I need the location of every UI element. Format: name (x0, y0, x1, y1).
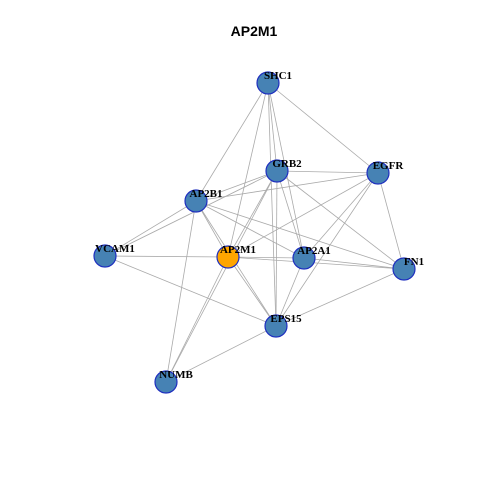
edge-ap2m1-fn1 (227, 256, 405, 270)
node-grb2 (265, 159, 289, 183)
edge-shc1-eps15 (267, 82, 277, 327)
node-label-fn1: FN1 (404, 256, 424, 268)
edge-shc1-grb2 (267, 82, 278, 172)
edge-egfr-ap2a1 (303, 172, 379, 259)
edge-ap2m1-ap2a1 (227, 256, 305, 259)
edge-ap2b1-fn1 (195, 200, 405, 270)
edge-egfr-fn1 (377, 172, 405, 270)
node-label-ap2m1: AP2M1 (220, 244, 256, 256)
edge-egfr-ap2b1 (195, 172, 379, 202)
node-label-ap2a1: AP2A1 (297, 245, 331, 257)
node-ap2b1 (184, 189, 208, 213)
edge-ap2b1-ap2a1 (195, 200, 305, 259)
node-shc1 (256, 71, 280, 95)
edge-fn1-eps15 (275, 268, 405, 327)
figure-title: AP2M1 (231, 23, 278, 39)
edge-grb2-eps15 (275, 170, 278, 327)
node-eps15 (264, 314, 288, 338)
node-label-grb2: GRB2 (272, 158, 302, 170)
edge-ap2a1-eps15 (275, 257, 305, 327)
node-label-shc1: SHC1 (264, 70, 292, 82)
node-label-egfr: EGFR (373, 160, 405, 172)
edge-ap2a1-fn1 (303, 257, 405, 270)
edge-shc1-ap2m1 (227, 82, 269, 258)
edge-grb2-ap2a1 (276, 170, 305, 259)
edge-ap2m1-eps15 (227, 256, 277, 327)
edge-eps15-numb (165, 325, 277, 383)
edge-shc1-ap2b1 (195, 82, 269, 202)
edge-ap2b1-numb (165, 200, 197, 383)
node-layer (93, 71, 416, 394)
edge-shc1-egfr (267, 82, 379, 174)
node-fn1 (392, 257, 416, 281)
node-ap2m1 (216, 245, 240, 269)
edge-vcam1-ap2m1 (104, 255, 229, 258)
node-label-ap2b1: AP2B1 (190, 188, 223, 200)
edge-egfr-ap2m1 (227, 172, 379, 258)
edge-grb2-numb (165, 170, 278, 383)
edge-layer (104, 82, 405, 383)
node-vcam1 (93, 244, 117, 268)
edge-grb2-fn1 (276, 170, 405, 270)
edge-grb2-vcam1 (104, 170, 278, 257)
edge-grb2-egfr (276, 170, 379, 174)
node-numb (154, 370, 178, 394)
edge-vcam1-eps15 (104, 255, 277, 327)
edge-egfr-eps15 (275, 172, 379, 327)
node-label-numb: NUMB (159, 369, 193, 381)
node-label-vcam1: VCAM1 (95, 243, 135, 255)
edge-ap2b1-vcam1 (104, 200, 197, 257)
edge-ap2m1-numb (165, 256, 229, 383)
edge-grb2-ap2b1 (195, 170, 278, 202)
edge-grb2-ap2m1 (227, 170, 278, 258)
node-label-eps15: EPS15 (270, 313, 302, 325)
node-ap2a1 (292, 246, 316, 270)
node-egfr (366, 161, 390, 185)
